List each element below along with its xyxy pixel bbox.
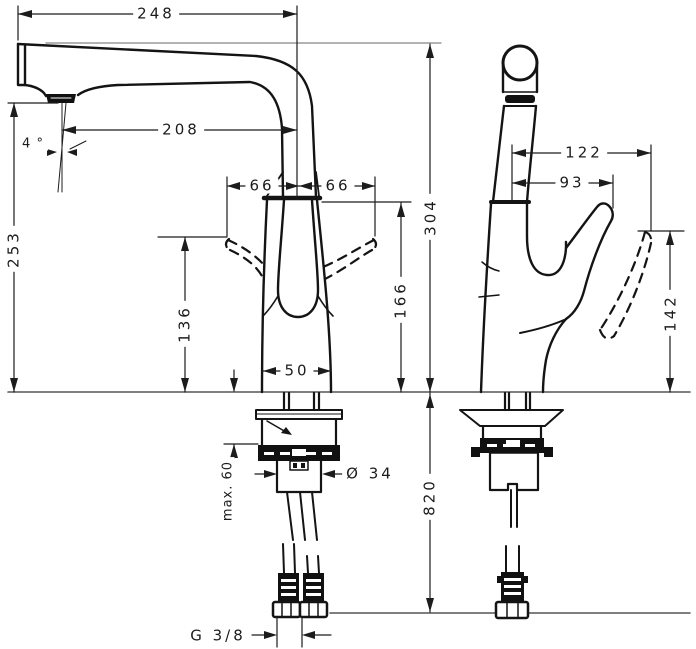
dim-swivel-left-label: 66 [245, 178, 279, 194]
dim-max-counter-thickness-label: max. 60 [221, 456, 236, 526]
dim-height-to-aerator-label: 253 [5, 226, 23, 272]
side-hose-connector [494, 572, 530, 620]
front-view-installation [255, 391, 343, 574]
dim-aerator-angle-label: 4 ° [18, 137, 48, 151]
dim-depth-total-label: 122 [561, 145, 607, 161]
side-view-spout [489, 44, 539, 204]
aerator-side [505, 95, 535, 103]
dimension-arrowheads [10, 10, 674, 639]
side-view-handle-swivel-dashed [598, 230, 653, 340]
dim-hose-length-label: 820 [421, 474, 439, 520]
dim-connection-thread-label: G 3/8 [186, 628, 250, 644]
front-view-body [260, 198, 334, 394]
dim-spout-reach-aerator-label: 208 [158, 122, 204, 138]
front-shank-bracket [289, 460, 309, 471]
dim-height-total-label: 304 [422, 194, 440, 240]
side-view-installation [459, 391, 564, 573]
dim-depth-to-handle-label: 93 [555, 175, 589, 191]
front-hose-connectors [271, 573, 329, 619]
dim-base-width-label: 50 [280, 363, 314, 379]
dim-height-handle-zone-label: 136 [176, 301, 194, 347]
reference-lines [7, 391, 691, 614]
dim-shank-diameter-label: Ø 34 [342, 466, 398, 482]
dim-swivel-right-label: 66 [321, 178, 355, 194]
dim-spout-reach-total-label: 248 [133, 6, 179, 22]
dimension-lines [7, 5, 685, 648]
front-mounting-nut [258, 445, 340, 461]
side-view-body [478, 202, 614, 394]
front-view-handle-swivel-dashed [224, 237, 378, 281]
dim-handle-clearance-height-label: 142 [662, 290, 680, 336]
dim-height-to-spout-joint-label: 166 [392, 277, 410, 323]
mounting-screw-arrow [281, 427, 292, 435]
side-mounting-nut [471, 438, 553, 457]
